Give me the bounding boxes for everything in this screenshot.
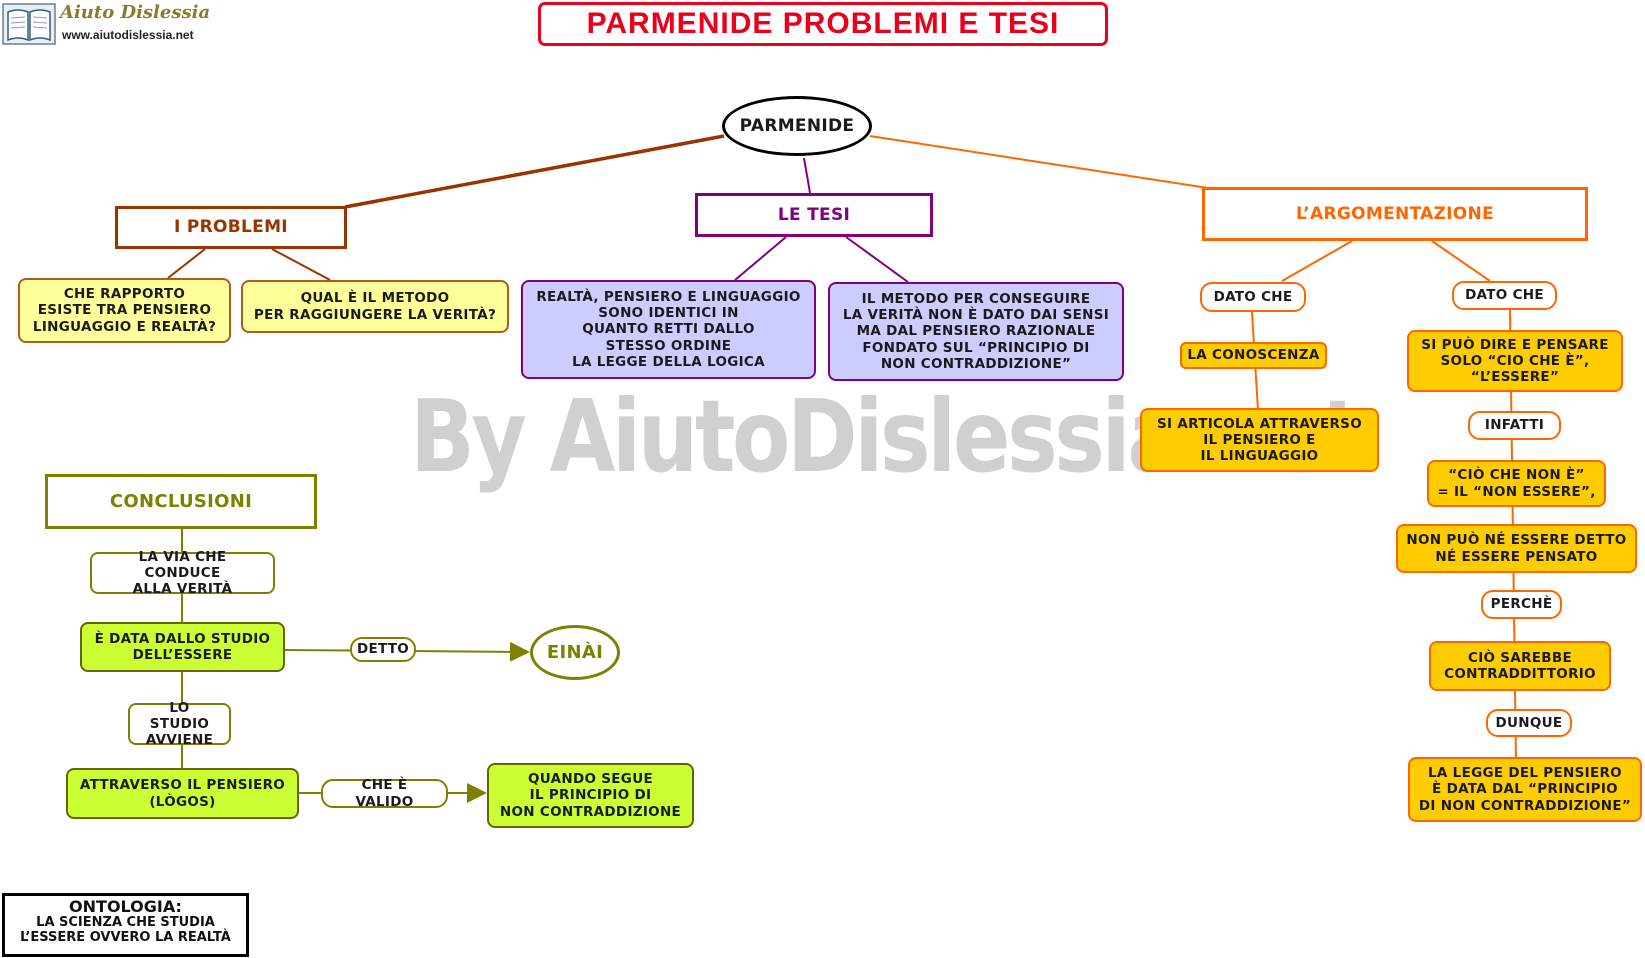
connector-che-valido: CHE È VALIDO [321, 777, 448, 810]
link-arg-left [1281, 240, 1353, 282]
tesi-header: LE TESI [695, 193, 933, 237]
conclusioni-principio: QUANDO SEGUE IL PRINCIPIO DI NON CONTRAD… [487, 763, 694, 828]
link-tesi-t2 [845, 236, 909, 283]
book-logo-icon [2, 3, 56, 45]
problemi-question-1: CHE RAPPORTO ESISTE TRA PENSIERO LINGUAG… [18, 278, 231, 343]
arg-conoscenza: LA CONOSCENZA [1180, 342, 1327, 369]
connector-dato-che-right: DATO CHE [1452, 281, 1557, 310]
link-arg-right [1431, 240, 1491, 282]
problemi-header: I PROBLEMI [115, 206, 347, 249]
connector-infatti: INFATTI [1468, 411, 1561, 440]
watermark: By AiutoDislessia.net [410, 378, 1362, 495]
link-tesi-t1 [734, 236, 787, 281]
logo-brand: Aiuto Dislessia [60, 2, 211, 23]
connector-perche: PERCHÈ [1481, 590, 1562, 619]
arg-articola: SI ARTICOLA ATTRAVERSO IL PENSIERO E IL … [1140, 408, 1379, 472]
conclusioni-header: CONCLUSIONI [45, 474, 317, 529]
link-root-tesi [803, 157, 811, 194]
connector-lo-studio: LO STUDIO AVVIENE [128, 700, 231, 748]
arg-non-detto: NON PUÒ NÉ ESSERE DETTO NÉ ESSERE PENSAT… [1396, 524, 1637, 573]
link-problemi-q1 [167, 248, 206, 279]
link-root-argomentazione [869, 135, 1209, 189]
connector-detto: DETTO [350, 637, 416, 662]
page-title: PARMENIDE PROBLEMI E TESI [538, 2, 1108, 46]
conclusioni-studio-essere: È DATA DALLO STUDIO DELL’ESSERE [80, 622, 285, 672]
conclusioni-pensiero: ATTRAVERSO IL PENSIERO (LÒGOS) [66, 768, 299, 819]
arg-contraddittorio: CIÒ SAREBBE CONTRADDITTORIO [1429, 641, 1611, 691]
argomentazione-header: L’ARGOMENTAZIONE [1202, 187, 1588, 241]
arg-legge-pensiero: LA LEGGE DEL PENSIERO È DATA DAL “PRINCI… [1408, 757, 1642, 822]
link-problemi-q2 [271, 248, 331, 281]
einai-node: EINÀI [530, 625, 620, 680]
ontologia-box: ONTOLOGIA: LA SCIENZA CHE STUDIA L’ESSER… [2, 893, 249, 957]
tesi-2: IL METODO PER CONSEGUIRE LA VERITÀ NON È… [828, 282, 1124, 381]
conclusioni-via: LA VIA CHE CONDUCE ALLA VERITÀ [90, 549, 275, 597]
connector-dato-che-left: DATO CHE [1200, 282, 1306, 312]
connector-dunque: DUNQUE [1486, 709, 1572, 737]
logo: Aiuto Dislessia www.aiutodislessia.net [2, 2, 222, 48]
ontologia-title: ONTOLOGIA: [69, 897, 182, 916]
arg-non-essere: “CIÒ CHE NON È” = IL “NON ESSERE”, [1427, 460, 1606, 507]
logo-url: www.aiutodislessia.net [62, 28, 194, 42]
problemi-question-2: QUAL È IL METODO PER RAGGIUNGERE LA VERI… [241, 280, 509, 333]
arg-dire-pensare: SI PUÒ DIRE E PENSARE SOLO “CIO CHE È”, … [1407, 330, 1623, 392]
ontologia-text: LA SCIENZA CHE STUDIA L’ESSERE OVVERO LA… [20, 915, 231, 946]
root-node-parmenide: PARMENIDE [722, 96, 872, 156]
tesi-1: REALTÀ, PENSIERO E LINGUAGGIO SONO IDENT… [521, 280, 816, 379]
link-root-problemi [344, 134, 725, 209]
